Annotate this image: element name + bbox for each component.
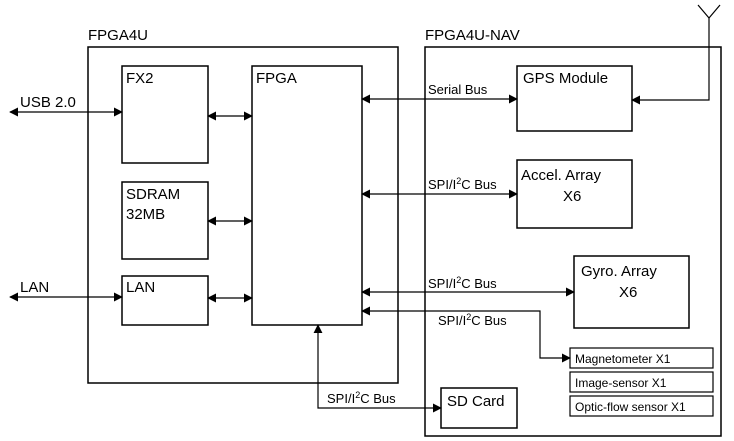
lan-external-label: LAN [20, 279, 49, 296]
lan-block [121, 275, 209, 326]
fpga-block [251, 65, 363, 326]
sdram-label-line1: SDRAM [126, 186, 180, 203]
accel-array-block [516, 159, 633, 229]
sensor-bus-label: SPI/I2C Bus [438, 312, 507, 328]
lan-block-label: LAN [126, 279, 155, 296]
image-sensor-block [569, 371, 714, 393]
optic-flow-sensor-block [569, 395, 714, 417]
optic-flow-sensor-label: Optic-flow sensor X1 [575, 400, 686, 414]
sd-card-label: SD Card [447, 393, 505, 410]
sd-card-bus-arrow [313, 324, 442, 413]
accel-array-label-line1: Accel. Array [521, 167, 602, 184]
gyro-array-label-line2: X6 [619, 284, 637, 301]
image-sensor-label: Image-sensor X1 [575, 376, 667, 390]
fx2-block [121, 65, 209, 164]
gyro-bus-label: SPI/I2C Bus [428, 275, 497, 291]
fpga-label: FPGA [256, 70, 297, 87]
sdram-label-line2: 32MB [126, 206, 165, 223]
fpga4u-board-label: FPGA4U [88, 27, 148, 44]
sd-card-bus-label: SPI/I2C Bus [327, 390, 396, 406]
sensor-bus-arrow [361, 306, 571, 363]
fx2-label: FX2 [126, 70, 154, 87]
gyro-array-label-line1: Gyro. Array [581, 263, 657, 280]
usb-label: USB 2.0 [20, 94, 76, 111]
accel-array-label-line2: X6 [563, 188, 581, 205]
gps-module-label: GPS Module [523, 70, 608, 87]
serial-bus-label: Serial Bus [428, 82, 488, 97]
antenna-icon [631, 4, 721, 105]
magnetometer-label: Magnetometer X1 [575, 352, 671, 366]
accel-bus-label: SPI/I2C Bus [428, 176, 497, 192]
fpga4u-nav-board-label: FPGA4U-NAV [425, 27, 520, 44]
